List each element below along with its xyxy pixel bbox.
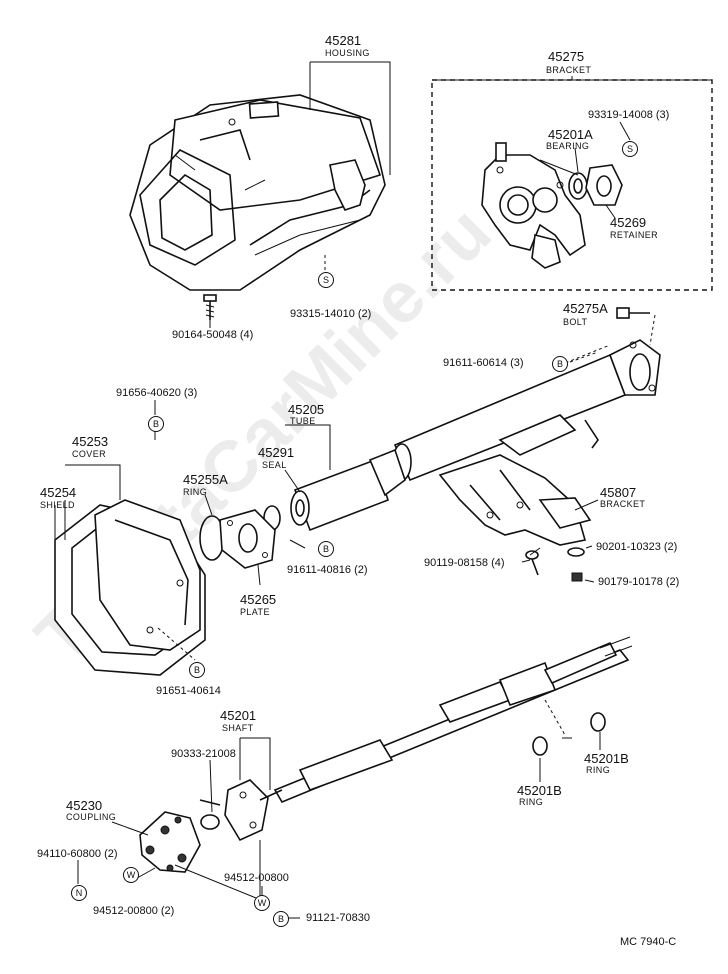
washer-94512-a-number: 94512-00800 [224,872,289,884]
symbol-b: B [318,541,334,557]
shield-number: 45254 [40,485,77,500]
bearing-name: BEARING [546,141,590,151]
housing-number: 45281 [325,33,362,48]
bolt-91611-60614-number: 91611-60614 (3) [443,357,524,369]
bolt-number: 45275A [563,301,608,316]
ring-b-right-name: RING [586,765,611,775]
retainer-name: RETAINER [610,230,659,240]
screw-93319-number: 93319-14008 (3) [588,109,670,121]
bolt-91651-number: 91651-40614 [156,685,221,697]
housing-drawing [129,94,386,291]
ring-b-mid-name: RING [519,797,544,807]
bolt-name: BOLT [563,317,588,327]
bolt-90119-drawing [525,550,539,576]
nut-90179-drawing [571,572,583,582]
symbol-n: N [71,885,87,901]
symbol-b: B [189,662,205,678]
cover-45253-drawing [94,499,201,651]
bracket-45275-drawing [481,142,586,269]
bracket-top-name: BRACKET [546,65,592,75]
seal-name: SEAL [262,460,287,470]
nut-94110-number: 94110-60800 (2) [37,848,118,860]
shaft-end-flange-drawing [224,779,283,842]
bolt-91656-number: 91656-40620 (3) [116,387,198,399]
shaft-name: SHAFT [222,723,254,733]
ring-b-mid-number: 45201B [517,783,562,798]
coupling-number: 45230 [66,798,103,813]
tube-45205-drawing [392,339,661,482]
shaft-45201-drawing [273,636,633,804]
ring-45201b-right-drawing [590,712,606,732]
bearing-45201a-drawing [568,172,588,200]
shield-name: SHIELD [40,500,75,510]
bolt-90119-number: 90119-08158 (4) [424,557,505,569]
screw-90164-number: 90164-50048 (4) [172,329,254,341]
leader-lines [54,61,631,919]
tube-name: TUBE [290,416,316,426]
ring-a-number: 45255A [183,472,228,487]
seal-number: 45291 [258,445,295,460]
coupling-45230-drawing [139,811,201,873]
bolt-45275a-drawing [616,307,650,319]
plate-name: PLATE [240,607,270,617]
part-90333-number: 90333-21008 [171,748,236,760]
ring-b-right-number: 45201B [584,751,629,766]
washer-90201-drawing [567,547,585,557]
plate-45265-drawing [219,509,276,569]
bracket-lower-name: BRACKET [600,499,646,509]
symbol-b: B [273,911,289,927]
shaft-number: 45201 [220,708,257,723]
lower-bracket-45807-drawing [438,454,592,546]
ring-45201b-mid-drawing [532,736,548,756]
nut-90179-number: 90179-10178 (2) [598,576,680,588]
diagram-code: MC 7940-C [620,936,677,948]
symbol-w: W [123,867,139,883]
cover-name: COVER [72,449,107,459]
bolt-91121-number: 91121-70830 [306,912,371,924]
bracket-lower-number: 45807 [600,485,637,500]
symbol-b: B [148,416,164,432]
tube-number: 45205 [288,402,325,417]
plate-number: 45265 [240,592,277,607]
symbol-b: B [552,356,568,372]
bracket-top-number: 45275 [548,49,585,64]
cover-number: 45253 [72,434,109,449]
bolt-91611-40816-number: 91611-40816 (2) [287,564,368,576]
housing-name: HOUSING [325,48,370,58]
retainer-45269-drawing [585,164,623,206]
bearing-number: 45201A [548,127,593,142]
symbol-s: S [622,141,638,157]
ring-a-name: RING [183,487,208,497]
screw-90164 [203,294,217,320]
symbol-w: W [254,895,270,911]
washer-90201-number: 90201-10323 (2) [596,541,678,553]
part-90333-drawing [200,814,220,830]
retainer-number: 45269 [610,215,647,230]
screw-93315-number: 93315-14010 (2) [290,308,372,320]
symbol-s: S [318,272,334,288]
coupling-name: COUPLING [66,812,117,822]
washer-94512-b-number: 94512-00800 (2) [93,905,175,917]
